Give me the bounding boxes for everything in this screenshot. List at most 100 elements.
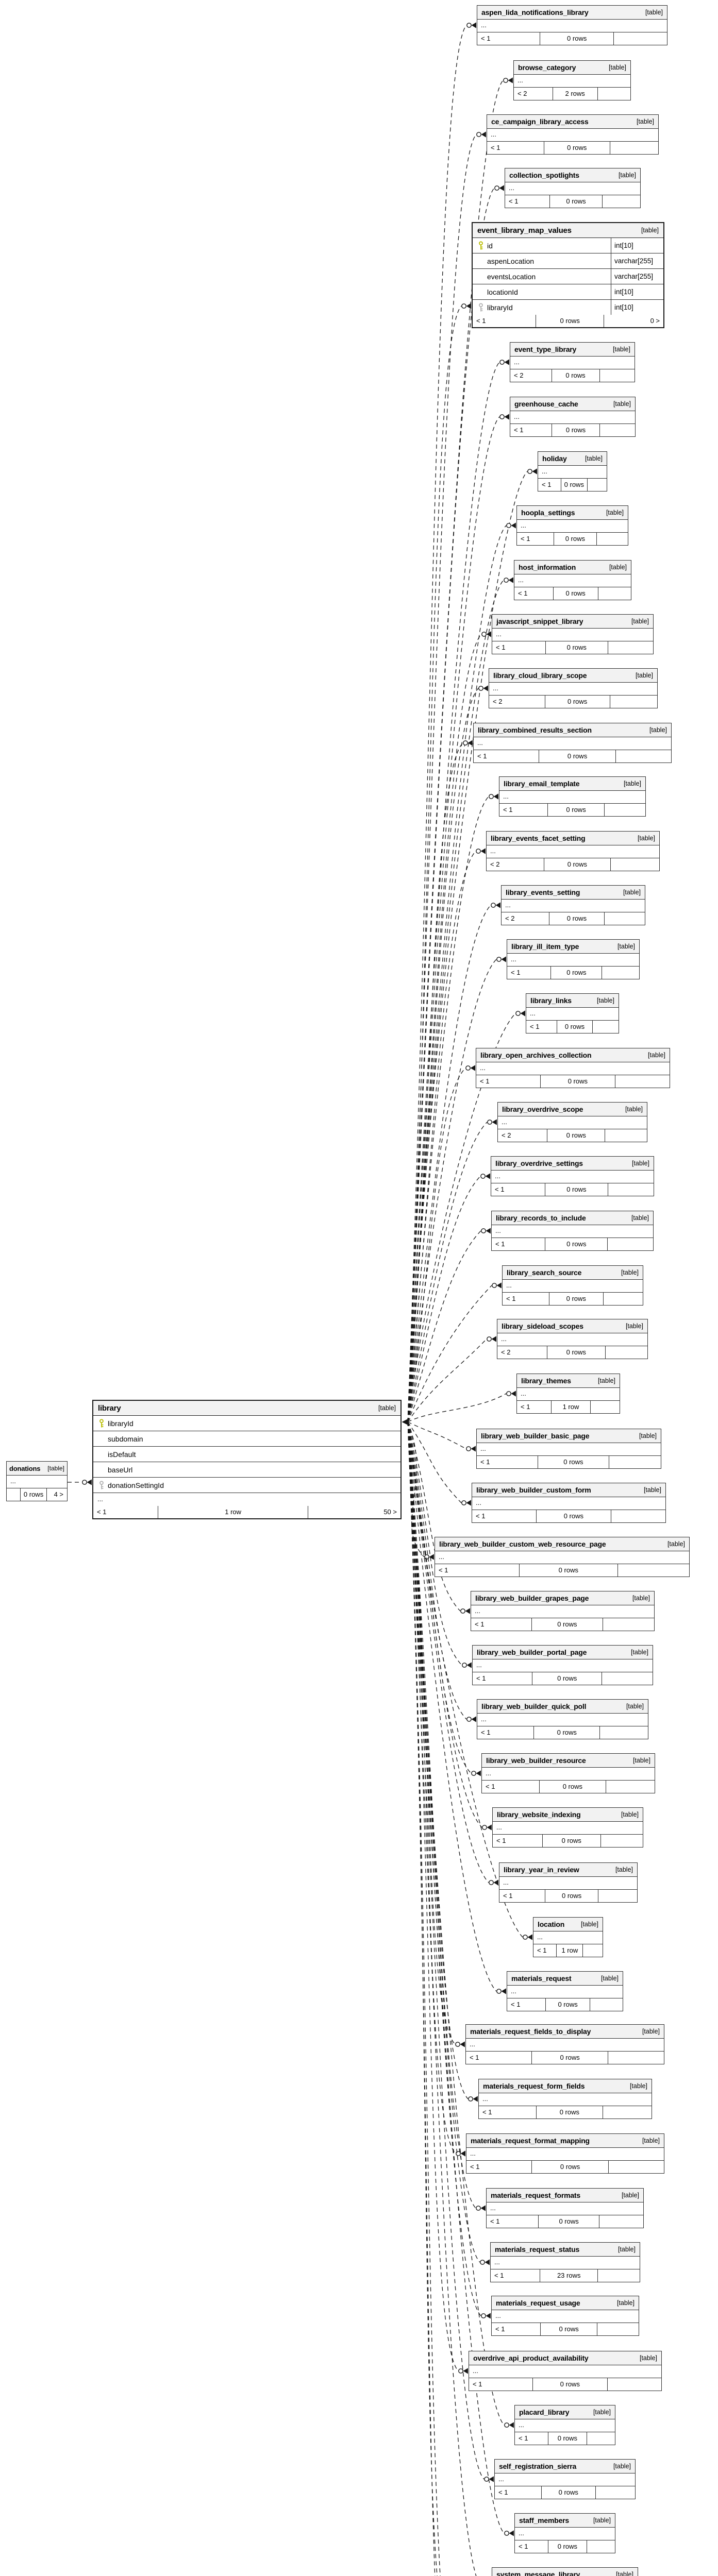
- table-header: hoopla_settings[table]: [517, 506, 628, 520]
- table-node-system_message_library[interactable]: system_message_library[table]...< 10 row…: [492, 2567, 638, 2576]
- fk-relationship-edge: [407, 1421, 461, 1612]
- table-header: library_web_builder_custom_web_resource_…: [435, 1537, 689, 1551]
- table-node-library_web_builder_grapes_page[interactable]: library_web_builder_grapes_page[table]..…: [471, 1591, 655, 1631]
- table-tag: [table]: [623, 889, 641, 896]
- footer-children-count: < 1: [503, 806, 513, 814]
- column-name: aspenLocation: [487, 257, 535, 265]
- cardinality-circle: [504, 2422, 509, 2428]
- table-node-library_events_facet_setting[interactable]: library_events_facet_setting[table]...< …: [486, 831, 660, 871]
- hidden-columns-row: ...: [477, 20, 667, 32]
- column-type: int[10]: [611, 238, 663, 253]
- crowfoot-arrow-icon: [466, 1500, 471, 1506]
- hidden-columns-row: ...: [472, 1497, 665, 1510]
- footer-parents-count: [611, 858, 659, 871]
- table-header: library_links[table]: [526, 994, 619, 1008]
- hidden-columns-row: ...: [7, 1476, 67, 1488]
- table-node-library_cloud_library_scope[interactable]: library_cloud_library_scope[table]...< 2…: [489, 668, 658, 708]
- table-node-library_combined_results_section[interactable]: library_combined_results_section[table].…: [473, 723, 672, 763]
- table-name: collection_spotlights: [509, 171, 579, 179]
- footer-children-count: < 1: [480, 1458, 490, 1466]
- crowfoot-arrow-icon: [486, 2313, 491, 2319]
- hidden-columns-row: ...: [502, 900, 645, 912]
- cardinality-circle: [465, 1065, 471, 1071]
- table-node-materials_request_format_mapping[interactable]: materials_request_format_mapping[table].…: [466, 2133, 664, 2174]
- column-name: id: [487, 241, 493, 250]
- hidden-columns-row: ...: [477, 1714, 648, 1726]
- table-node-library_web_builder_quick_poll[interactable]: library_web_builder_quick_poll[table]...…: [477, 1699, 648, 1739]
- hidden-columns-row: ...: [489, 683, 657, 696]
- table-node-aspen_lida_notifications_library[interactable]: aspen_lida_notifications_library[table].…: [477, 5, 667, 45]
- table-node-library_web_builder_custom_form[interactable]: library_web_builder_custom_form[table]..…: [472, 1483, 666, 1523]
- table-node-materials_request_form_fields[interactable]: materials_request_form_fields[table]...<…: [478, 2079, 652, 2119]
- cardinality-circle: [489, 794, 494, 799]
- table-name: materials_request_format_mapping: [471, 2137, 590, 2145]
- table-header: overdrive_api_product_availability[table…: [469, 2351, 661, 2365]
- footer-parents-count: [605, 912, 645, 925]
- table-node-library_web_builder_custom_web_resource_page[interactable]: library_web_builder_custom_web_resource_…: [435, 1537, 690, 1577]
- footer-parents-count: [602, 967, 639, 979]
- table-name: library_web_builder_resource: [486, 1756, 586, 1765]
- table-tag: [table]: [613, 2463, 631, 2470]
- table-name: materials_request_formats: [491, 2191, 580, 2199]
- table-node-overdrive_api_product_availability[interactable]: overdrive_api_product_availability[table…: [469, 2351, 662, 2391]
- table-node-library_open_archives_collection[interactable]: library_open_archives_collection[table].…: [476, 1048, 670, 1088]
- table-tag: [table]: [642, 2137, 660, 2144]
- table-node-library_web_builder_resource[interactable]: library_web_builder_resource[table]...< …: [481, 1753, 655, 1793]
- hidden-columns-row: ...: [514, 574, 631, 587]
- table-node-library_web_builder_portal_page[interactable]: library_web_builder_portal_page[table]..…: [472, 1645, 653, 1685]
- footer-children-count: < 1: [509, 197, 519, 205]
- footer-row-count: 0 rows: [544, 696, 610, 708]
- crowfoot-arrow-icon: [485, 1173, 490, 1179]
- table-name: donations: [9, 1464, 41, 1472]
- cardinality-circle: [484, 2477, 489, 2482]
- footer-children-count: < 1: [470, 2054, 479, 2061]
- cardinality-circle: [481, 2313, 486, 2318]
- footer-row-count: 0 rows: [548, 1293, 604, 1305]
- footer-children-count: < 1: [494, 2272, 504, 2279]
- table-node-materials_request_fields_to_display[interactable]: materials_request_fields_to_display[tabl…: [465, 2024, 664, 2064]
- footer-children-count: < 1: [470, 2163, 480, 2171]
- footer-parents-count: [614, 32, 667, 45]
- column-name: donationSettingId: [108, 1481, 164, 1489]
- table-node-library_web_builder_basic_page[interactable]: library_web_builder_basic_page[table]...…: [476, 1429, 661, 1469]
- footer-children-count: < 1: [439, 1566, 448, 1574]
- cardinality-circle: [494, 185, 499, 191]
